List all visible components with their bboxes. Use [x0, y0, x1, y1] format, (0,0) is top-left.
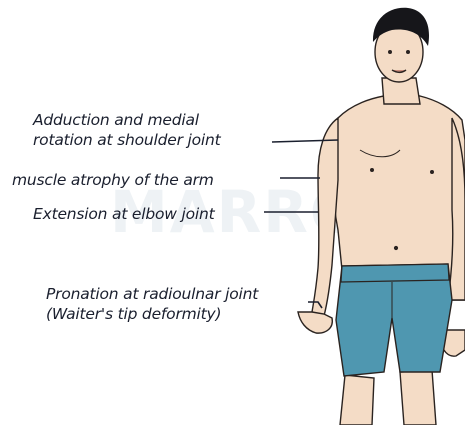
affected-hand	[298, 312, 332, 333]
right-leg	[400, 370, 436, 425]
label-pronation: Pronation at radioulnar joint (Waiter's …	[46, 284, 258, 324]
label-extension: Extension at elbow joint	[33, 204, 215, 224]
head	[373, 8, 429, 82]
affected-arm	[312, 118, 338, 316]
waistband	[341, 264, 449, 282]
label-atrophy: muscle atrophy of the arm	[12, 170, 214, 190]
label-adduction: Adduction and medial rotation at shoulde…	[33, 110, 221, 150]
left-leg	[340, 375, 374, 425]
